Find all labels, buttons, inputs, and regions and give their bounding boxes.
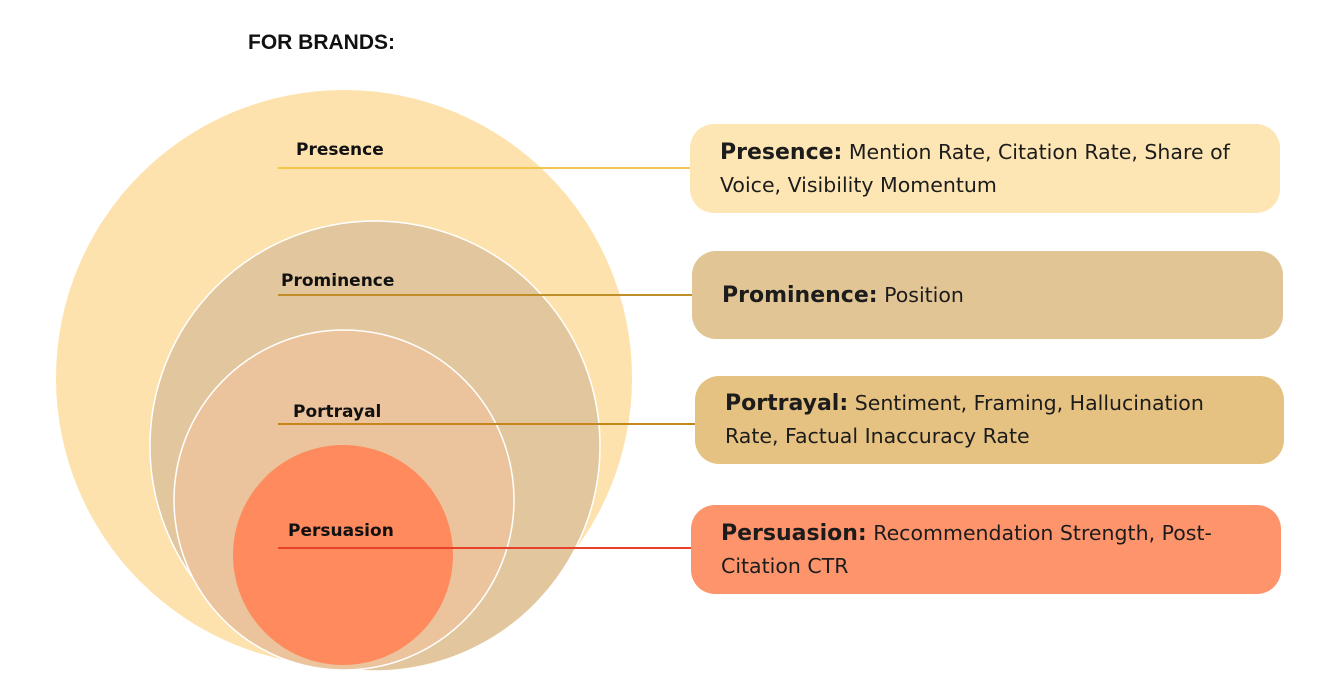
persuasion-box-metrics: Recommendation Strength, Post-Citation C… [721,520,1212,578]
portrayal-box-metrics: Sentiment, Framing, Hallucination Rate, … [725,391,1204,448]
persuasion-circle-label: Persuasion [288,521,394,541]
portrayal-box-title: Portrayal: [725,391,849,416]
prominence-circle-label: Prominence [281,271,394,291]
portrayal-metrics-box: Portrayal: Sentiment, Framing, Hallucina… [695,376,1284,464]
presence-metrics-box: Presence: Mention Rate, Citation Rate, S… [690,124,1280,213]
portrayal-circle-label: Portrayal [293,402,381,422]
presence-box-metrics: Mention Rate, Citation Rate, Share of Vo… [720,139,1230,197]
prominence-box-metrics: Position [884,282,964,307]
persuasion-metrics-box: Persuasion: Recommendation Strength, Pos… [691,505,1281,594]
prominence-metrics-box: Prominence: Position [692,251,1283,339]
persuasion-box-title: Persuasion: [721,520,867,546]
presence-circle-label: Presence [296,140,384,160]
prominence-box-title: Prominence: [722,282,878,308]
presence-box-title: Presence: [720,139,843,165]
page-heading: FOR BRANDS: [248,31,395,54]
persuasion-circle [233,445,453,665]
